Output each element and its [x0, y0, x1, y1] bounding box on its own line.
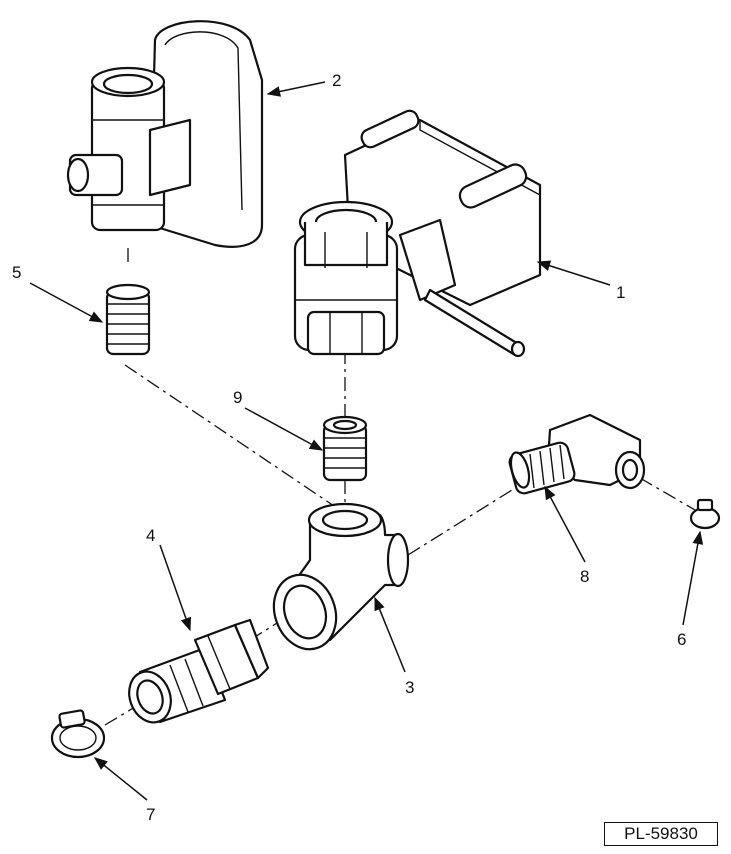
- part-3-elbow: [272, 502, 410, 651]
- part-7-hose-clamp: [50, 709, 106, 759]
- part-2-strainer: [66, 20, 264, 248]
- callout-4: 4: [146, 526, 155, 545]
- part-1-motorized-valve: [293, 109, 542, 358]
- part-9-nipple: [322, 415, 368, 482]
- callout-1: 1: [616, 283, 625, 302]
- callout-7: 7: [146, 805, 155, 824]
- callout-9: 9: [233, 388, 242, 407]
- callout-labels: 1 2 3 4 5 6 7 8 9: [12, 71, 686, 824]
- callout-5: 5: [12, 263, 21, 282]
- part-8-street-elbow: [508, 413, 646, 495]
- callout-6: 6: [677, 630, 686, 649]
- part-4-hose-barb: [128, 618, 270, 724]
- part-5-nipple: [105, 283, 151, 356]
- leaders: [29, 81, 704, 801]
- callout-3: 3: [405, 678, 414, 697]
- callout-8: 8: [580, 567, 589, 586]
- callout-2: 2: [332, 71, 341, 90]
- figure-id-label: PL-59830: [604, 822, 718, 846]
- part-6-hose-clamp: [689, 498, 721, 530]
